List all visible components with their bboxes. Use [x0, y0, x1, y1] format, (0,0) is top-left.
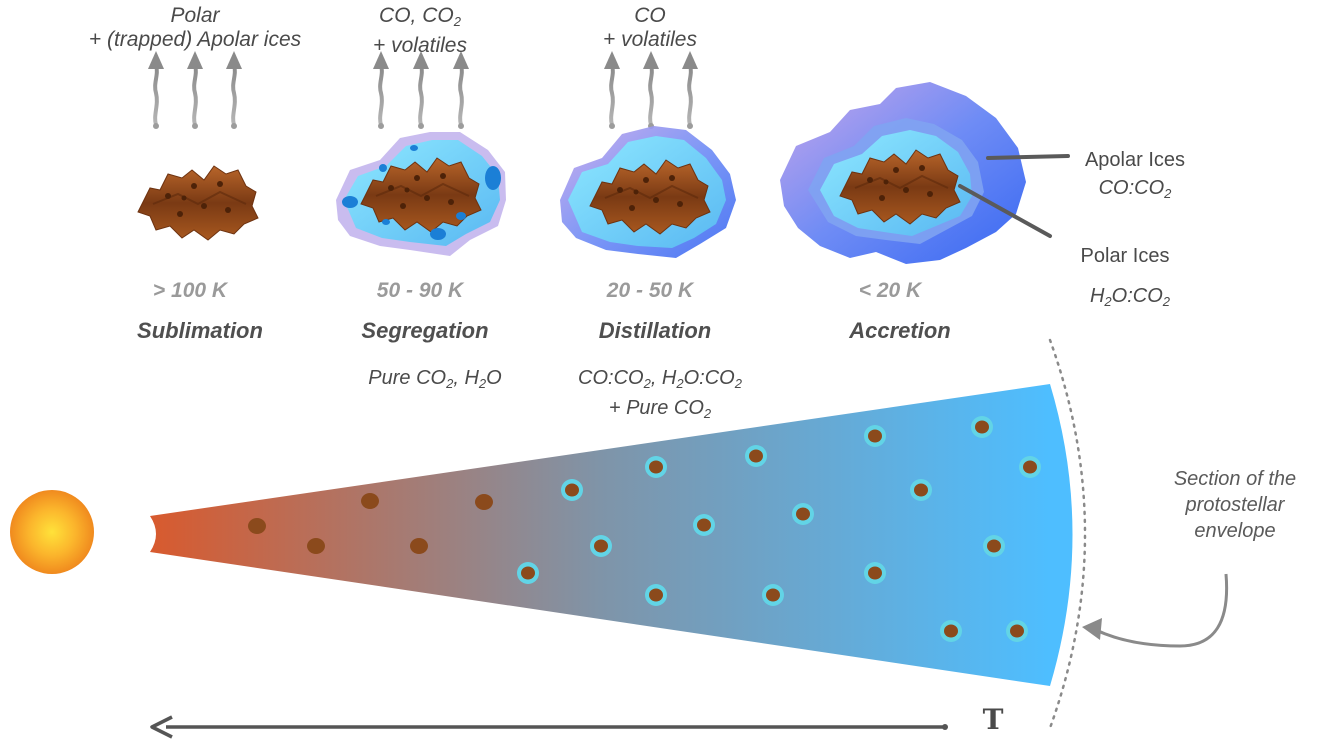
bare-grains [248, 493, 493, 554]
dust-grain-icon [137, 165, 259, 241]
dust-grain-icon [645, 584, 667, 606]
stage-2-process: Segregation [361, 318, 489, 343]
stage-2-temp: 50 - 90 K [376, 279, 464, 302]
dust-grain-icon [590, 535, 612, 557]
stage-3-process: Distillation [598, 318, 712, 343]
gas-line: Polar [170, 4, 220, 27]
dust-grain-icon [864, 425, 886, 447]
gas-line: CO, CO2 [379, 4, 461, 29]
composition-line: + Pure CO2 [608, 397, 712, 421]
gas-line: CO [634, 4, 666, 27]
gas-line: + (trapped) Apolar ices [88, 28, 302, 51]
stage-2-gas-label: CO, CO2 + volatiles [300, 4, 540, 58]
up-arrow-icon [371, 49, 391, 131]
envelope-caption: Section of the protostellar envelope [1150, 466, 1320, 544]
dust-grain-icon [410, 538, 428, 554]
dust-grain-icon [1006, 620, 1028, 642]
up-arrow-icon [146, 49, 166, 131]
temperature-axis-arrow [150, 715, 948, 739]
up-arrow-icon [451, 49, 471, 131]
stage-4-temp: < 20 K [858, 279, 922, 302]
temperature-axis-label: T [982, 703, 1004, 736]
dust-grain-icon [1019, 456, 1041, 478]
dust-grain-icon [361, 493, 379, 509]
apolar-pointer-line [986, 154, 1070, 160]
up-arrow-icon [680, 49, 700, 131]
composition-line: Pure CO2, H2O [368, 367, 502, 391]
dust-grain-icon [645, 456, 667, 478]
polar-pointer-line [958, 184, 1052, 238]
stage-segregation-arrows [371, 49, 471, 131]
stage-4-process: Accretion [849, 318, 951, 343]
segregated-grain-icon [336, 132, 506, 256]
dust-grain-icon [792, 503, 814, 525]
dust-grain-icon [517, 562, 539, 584]
stage-1-process: Sublimation [137, 318, 263, 343]
polar-ices-title: Polar Ices [1080, 245, 1170, 267]
apolar-ices-composition: CO:CO2 [1098, 177, 1172, 201]
distilled-grain-icon [560, 126, 736, 258]
caption-line: protostellar [1185, 494, 1285, 516]
stage-2-composition: Pure CO2, H2O [325, 366, 545, 396]
envelope-boundary [1048, 338, 1087, 730]
dust-grain-icon [910, 479, 932, 501]
dust-grain-icon [971, 416, 993, 438]
dust-grain-icon [762, 584, 784, 606]
dust-grain-icon [561, 479, 583, 501]
stage-3-temp: 20 - 50 K [606, 279, 694, 302]
envelope-cone [150, 384, 1073, 686]
caption-line: Section of the [1173, 468, 1297, 490]
dust-grain-icon [693, 514, 715, 536]
up-arrow-icon [185, 49, 205, 131]
up-arrow-icon [602, 49, 622, 131]
ice-coated-grains [517, 416, 1041, 642]
stage-3-gas-label: CO + volatiles [540, 4, 760, 52]
up-arrow-icon [411, 49, 431, 131]
dust-grain-icon [475, 494, 493, 510]
caption-line: envelope [1194, 520, 1276, 542]
accreted-grain-icon [780, 82, 1026, 264]
dust-grain-icon [248, 518, 266, 534]
star-icon [10, 490, 94, 574]
up-arrow-icon [641, 49, 661, 131]
dust-grain-icon [983, 535, 1005, 557]
apolar-ices-title: Apolar Ices [1084, 149, 1186, 171]
curved-arrow-icon [1082, 573, 1229, 648]
dust-grain-icon [307, 538, 325, 554]
dust-grain-icon [864, 562, 886, 584]
stage-1-temp: > 100 K [152, 279, 228, 302]
dust-grain-icon [940, 620, 962, 642]
stage-distillation-arrows [602, 49, 700, 131]
composition-line: CO:CO2, H2O:CO2 [578, 367, 742, 391]
gas-line: + volatiles [373, 34, 467, 57]
gas-line: + volatiles [603, 28, 697, 51]
stage-sublimation-arrows [146, 49, 244, 131]
stage-1-gas-label: Polar + (trapped) Apolar ices [30, 4, 360, 52]
up-arrow-icon [224, 49, 244, 131]
polar-ices-composition: H2O:CO2 [1089, 285, 1171, 309]
stage-3-composition: CO:CO2, H2O:CO2 + Pure CO2 [540, 366, 780, 426]
dust-grain-icon [745, 445, 767, 467]
